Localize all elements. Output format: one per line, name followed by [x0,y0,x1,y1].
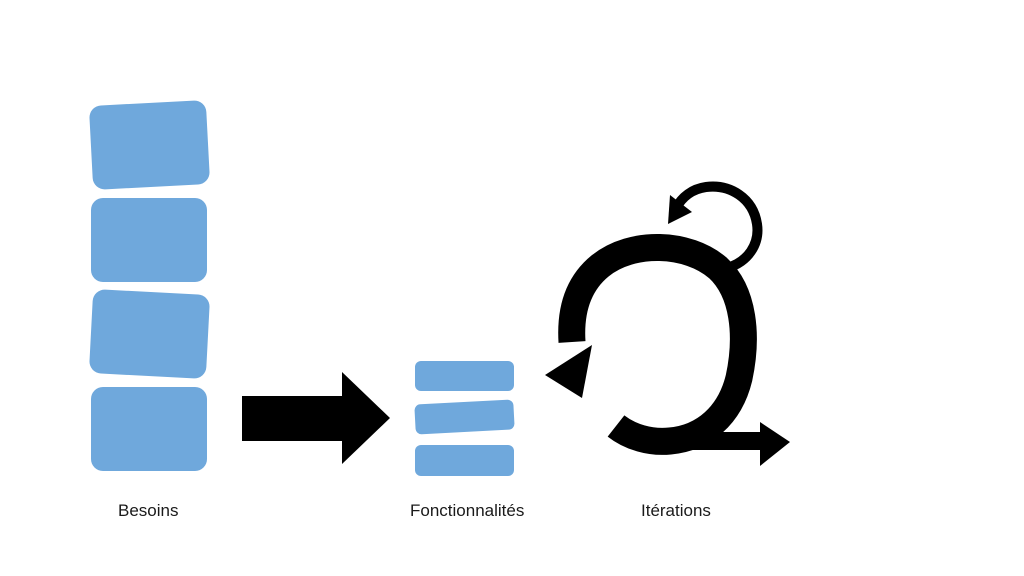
iteration-cycle-icon [545,181,790,466]
feature-block [415,445,514,476]
needs-stack [89,100,210,471]
needs-block [89,289,210,379]
right-arrow-icon [242,372,390,464]
feature-block [415,361,514,391]
feature-block [414,399,515,435]
features-stack [414,361,515,476]
needs-block [89,100,210,190]
needs-label: Besoins [118,501,179,520]
needs-block [91,387,207,471]
iterations-label: Itérations [641,501,711,520]
features-label: Fonctionnalités [410,501,525,520]
needs-block [91,198,207,282]
